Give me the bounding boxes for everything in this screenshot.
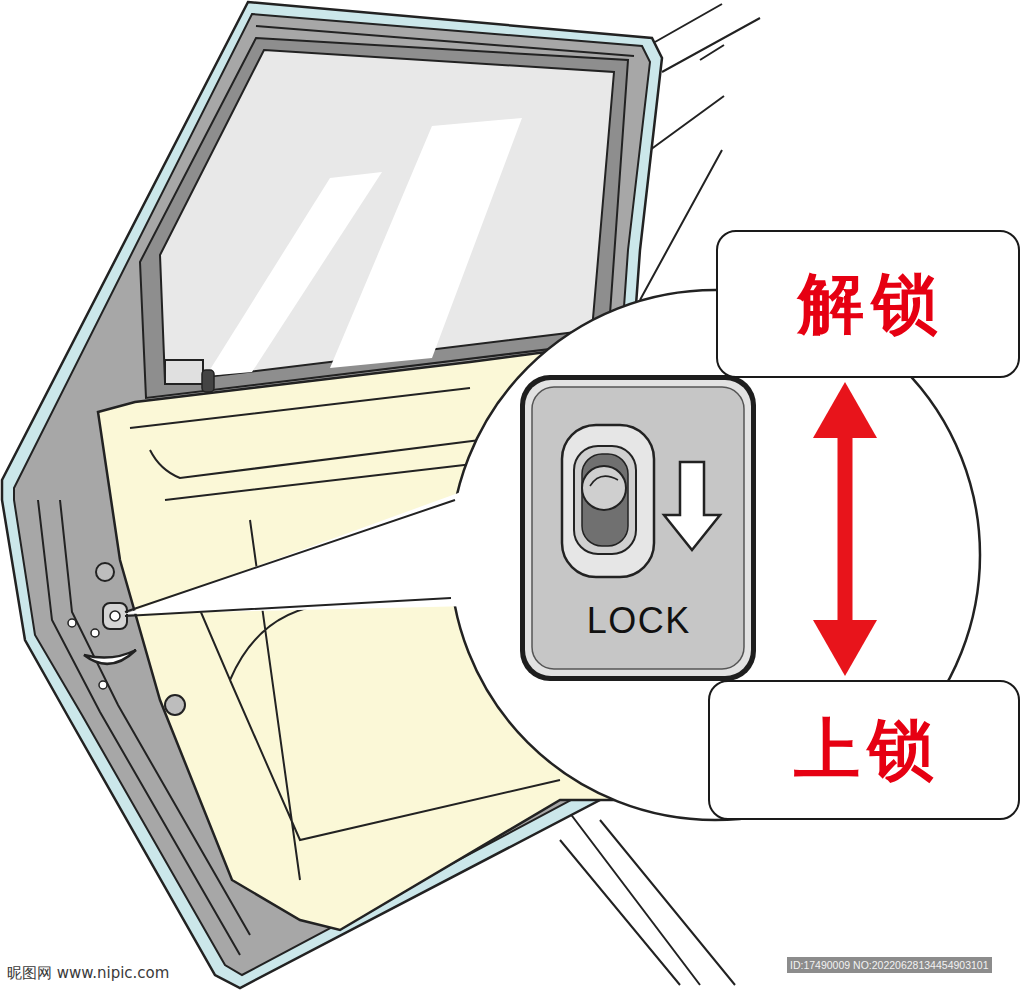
door-hole [99, 681, 107, 689]
double-arrow [813, 382, 877, 676]
switch-slot-rim [574, 446, 636, 554]
door-trim-panel [98, 345, 700, 930]
panel-outline [520, 375, 756, 681]
switch-knob [582, 466, 626, 510]
switch-knob [110, 611, 120, 621]
window-glass [160, 50, 614, 382]
glass-reflection [330, 118, 522, 368]
knob-shine [590, 476, 618, 486]
lock-box: 上锁 [708, 680, 1020, 820]
state-label: 解锁 [798, 266, 946, 342]
switch-slot [582, 454, 628, 546]
state-label: 上锁 [794, 712, 942, 788]
door-latch [84, 650, 136, 664]
unlock-box: 解锁 [716, 230, 1020, 378]
door-hole [91, 629, 99, 637]
down-arrow-icon [664, 462, 720, 550]
lock-panel: LOCK [520, 375, 756, 681]
car-body-line [560, 800, 735, 985]
switch-housing [562, 425, 654, 577]
watermark: 昵图网 www.nipic.com [4, 962, 172, 985]
image-id: ID:17490009 NO:20220628134454903101 [787, 957, 992, 973]
panel-face [532, 387, 744, 669]
panel-rim [525, 380, 751, 676]
door-screw [165, 695, 185, 715]
arrow-head [813, 382, 877, 438]
arrow-head [813, 620, 877, 676]
switch-label: LOCK [587, 600, 691, 641]
magnifier-edge [125, 500, 455, 616]
door-screw [96, 563, 114, 581]
child-lock-switch [103, 603, 127, 629]
window-latch [165, 360, 203, 384]
door-knob [202, 370, 214, 392]
door-hole [68, 619, 76, 627]
arrow-shaft [838, 436, 853, 622]
